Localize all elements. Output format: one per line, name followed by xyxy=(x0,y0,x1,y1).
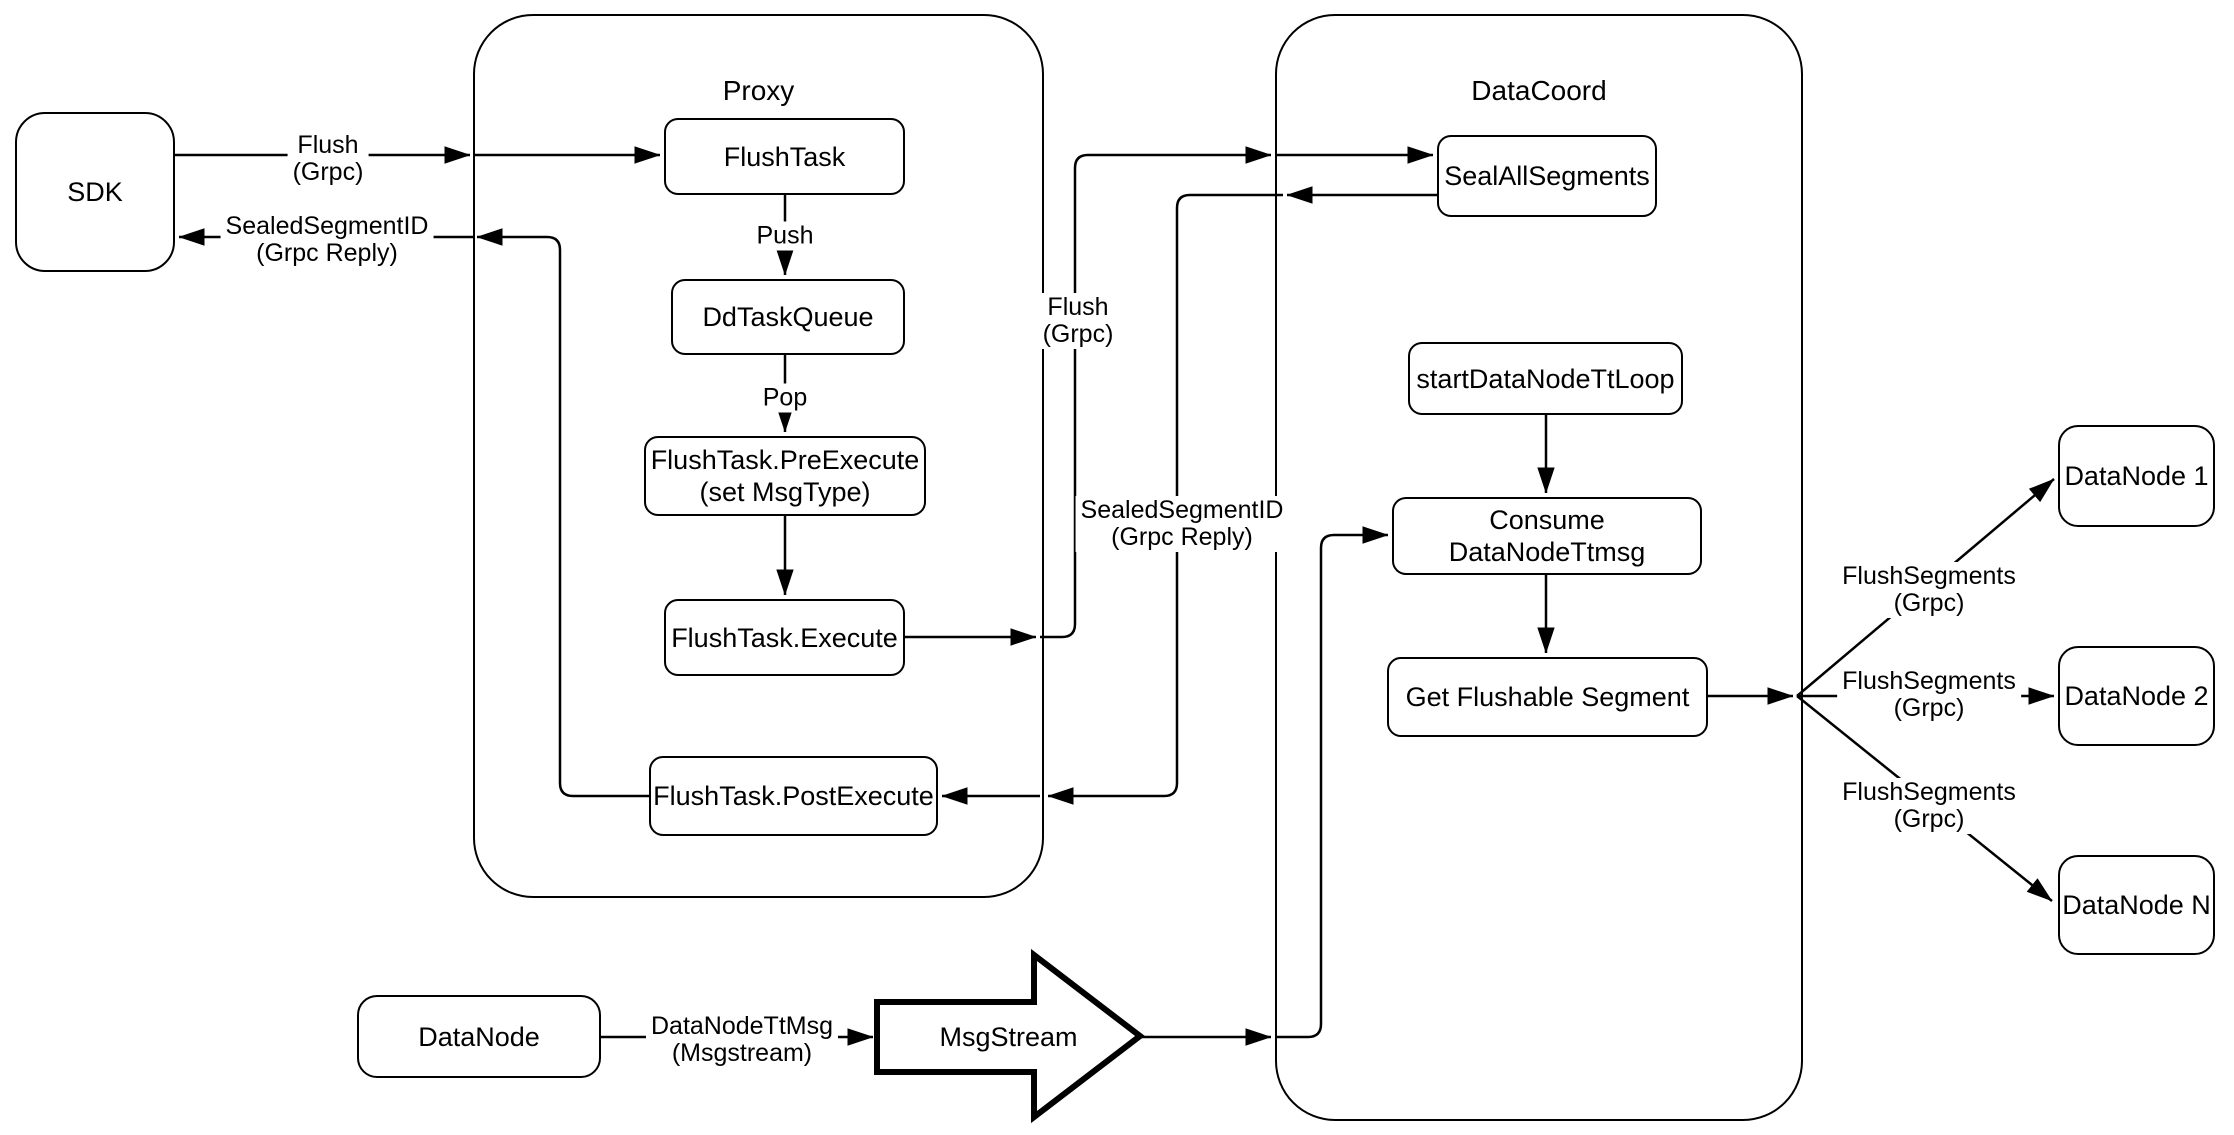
node-datanode: DataNode xyxy=(357,995,601,1078)
node-datanode-2: DataNode 2 xyxy=(2058,646,2215,746)
edge-flush-to-datacoord-border xyxy=(1040,155,1271,639)
node-get-flushable-segment: Get Flushable Segment xyxy=(1387,657,1708,737)
edge-postexecute-to-border xyxy=(477,237,649,798)
node-datanode-1: DataNode 1 xyxy=(2058,425,2215,527)
container-datacoord: DataCoord xyxy=(1275,14,1803,1121)
node-flushtask: FlushTask xyxy=(664,118,905,195)
edge-border-to-consume xyxy=(1275,535,1388,1039)
edge-label-datanodettmsg: DataNodeTtMsg (Msgstream) xyxy=(645,1012,839,1068)
edge-label-flush-grpc-mid: Flush (Grpc) xyxy=(1037,293,1119,349)
edge-reply-to-proxy-border xyxy=(1048,193,1283,796)
edge-label-sealedsegmentid-mid: SealedSegmentID (Grpc Reply) xyxy=(1075,496,1289,552)
edge-label-flushsegments-2: FlushSegments (Grpc) xyxy=(1837,667,2021,723)
node-sealallsegments: SealAllSegments xyxy=(1437,135,1657,217)
node-flushtask-postexecute: FlushTask.PostExecute xyxy=(649,756,938,836)
container-proxy: Proxy xyxy=(473,14,1044,898)
node-flushtask-preexecute: FlushTask.PreExecute (set MsgType) xyxy=(644,436,926,516)
node-datanode-n: DataNode N xyxy=(2058,855,2215,955)
edge-label-flushsegments-3: FlushSegments (Grpc) xyxy=(1837,778,2021,834)
proxy-title: Proxy xyxy=(722,75,795,106)
edge-label-flushsegments-1: FlushSegments (Grpc) xyxy=(1837,562,2021,618)
node-consume-datanodettmsg: Consume DataNodeTtmsg xyxy=(1392,497,1702,575)
edge-label-flush-grpc-sdk: Flush (Grpc) xyxy=(287,131,369,187)
edge-label-sealedsegmentid-sdk: SealedSegmentID (Grpc Reply) xyxy=(220,212,434,268)
node-flushtask-execute: FlushTask.Execute xyxy=(664,599,905,676)
node-sdk: SDK xyxy=(15,112,175,272)
edge-label-push: Push xyxy=(751,221,819,251)
edge-label-pop: Pop xyxy=(757,383,813,413)
msgstream-arrow-shape xyxy=(874,948,1145,1124)
node-startdatanodettloop: startDataNodeTtLoop xyxy=(1408,342,1683,415)
datacoord-title: DataCoord xyxy=(1471,75,1607,106)
msgstream-shape-label: MsgStream xyxy=(939,1021,1078,1052)
node-ddtaskqueue: DdTaskQueue xyxy=(671,279,905,355)
